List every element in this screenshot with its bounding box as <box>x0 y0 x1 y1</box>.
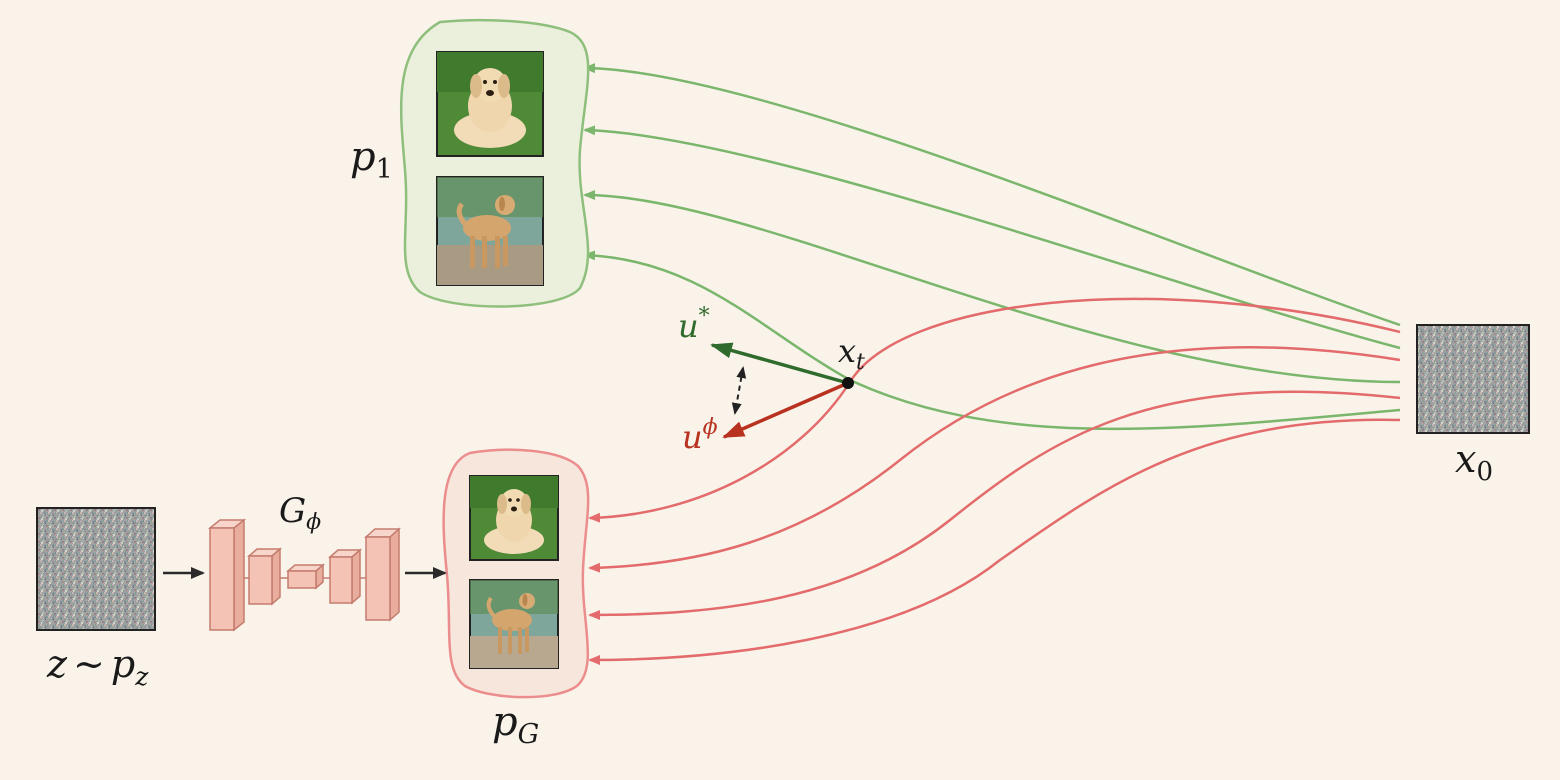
flow-path-red <box>588 297 1401 523</box>
u-star-label: u* <box>678 304 710 345</box>
generator-layer <box>285 563 326 590</box>
real-data-flow-paths <box>583 63 1401 431</box>
flow-path-red <box>588 390 1401 620</box>
p1-label: p1 <box>350 134 393 185</box>
velocity-gap-arrow <box>731 366 747 415</box>
generator-layer <box>207 518 247 632</box>
generator-network <box>207 518 401 632</box>
noise-image-x0 <box>1416 324 1530 434</box>
dog-standing-image <box>469 579 559 669</box>
noise-image-z <box>36 507 156 631</box>
u-phi-label: uϕ <box>682 415 718 456</box>
flow-path-red <box>588 346 1401 573</box>
z-label: z∼pz <box>46 642 149 691</box>
generated-data-distribution <box>442 448 590 699</box>
xt-point <box>842 377 854 389</box>
flow-path-green <box>583 250 1401 431</box>
u-star-arrow <box>710 342 849 385</box>
generator-label: Gϕ <box>279 491 321 535</box>
real-data-distribution <box>399 18 590 308</box>
generator-layer <box>247 547 282 606</box>
x0-label: x0 <box>1455 437 1493 487</box>
dog-lying-image <box>469 475 559 561</box>
generator-layer <box>328 548 362 605</box>
generated-data-flow-paths <box>588 297 1401 665</box>
flow-path-green <box>583 63 1401 327</box>
flow-path-green <box>583 190 1401 384</box>
generator-layer <box>364 527 401 622</box>
flow-path-green <box>583 125 1401 350</box>
flow-path-red <box>588 418 1401 665</box>
pG-label: pG <box>492 699 539 750</box>
dog-standing-image <box>436 176 544 286</box>
dog-lying-image <box>436 51 544 157</box>
velocity-vectors <box>710 342 854 439</box>
xt-label: xt <box>838 332 865 375</box>
u-phi-arrow <box>722 381 849 439</box>
